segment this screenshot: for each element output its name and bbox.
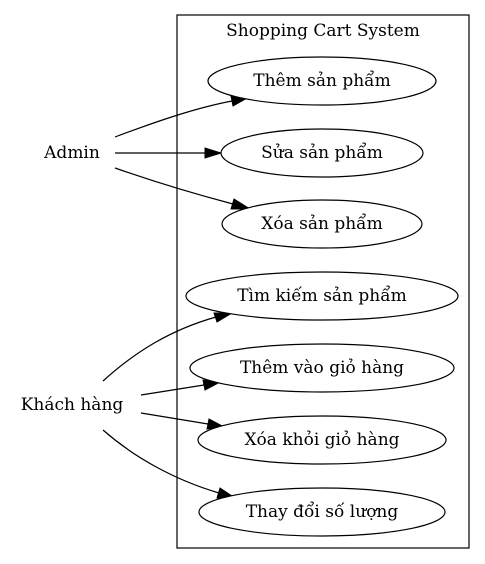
use-case-ellipse: [197, 415, 447, 465]
edge-admin-delete-product: [114, 167, 252, 210]
actor-label: Khách hàng: [21, 395, 124, 415]
edge-admin-add-product: [114, 95, 251, 138]
associations: [102, 95, 252, 499]
use-case-label: Tìm kiếm sản phẩm: [237, 286, 407, 306]
arrow-head: [230, 198, 252, 210]
arrow-head: [204, 147, 223, 159]
use-case-label: Xóa sản phẩm: [261, 214, 382, 234]
use-case-add-to-cart: Thêm vào giỏ hàng: [189, 343, 455, 393]
use-case-label: Sửa sản phẩm: [261, 143, 383, 163]
edge-line: [102, 316, 217, 382]
use-case-label: Thêm vào giỏ hàng: [240, 358, 404, 378]
use-case-edit-product: Sửa sản phẩm: [220, 128, 424, 178]
use-case-ellipse: [221, 199, 423, 249]
use-case-remove-from-cart: Xóa khỏi giỏ hàng: [197, 415, 447, 465]
edge-line: [140, 412, 209, 425]
edge-line: [140, 384, 205, 396]
use-case-delete-product: Xóa sản phẩm: [221, 199, 423, 249]
system-title: Shopping Cart System: [226, 21, 420, 41]
use-case-ellipse: [207, 56, 437, 106]
use-case-add-product: Thêm sản phẩm: [207, 56, 437, 106]
use-case-label: Thay đổi số lượng: [246, 502, 399, 522]
use-case-ellipse: [220, 128, 424, 178]
edge-admin-edit-product: [115, 147, 223, 159]
system-boundary: Shopping Cart System: [176, 14, 470, 549]
system-boundary-box: [176, 14, 470, 549]
edge-line: [102, 429, 220, 494]
edge-customer-remove-from-cart: [140, 412, 226, 430]
use-case-ellipse: [198, 487, 446, 537]
arrow-head: [213, 312, 234, 323]
use-case-search-product: Tìm kiếm sản phẩm: [185, 271, 459, 321]
edge-customer-add-to-cart: [140, 379, 222, 396]
edge-line: [114, 100, 233, 138]
use-case-change-quantity: Thay đổi số lượng: [198, 487, 446, 537]
actor-label: Admin: [43, 143, 100, 163]
use-case-label: Xóa khỏi giỏ hàng: [244, 430, 399, 450]
use-case-ellipse: [185, 271, 459, 321]
use-case-ellipse: [189, 343, 455, 393]
actor-customer: Khách hàng: [21, 395, 124, 415]
use-case-label: Thêm sản phẩm: [253, 71, 390, 91]
edge-line: [114, 167, 234, 205]
actor-admin: Admin: [43, 143, 100, 163]
